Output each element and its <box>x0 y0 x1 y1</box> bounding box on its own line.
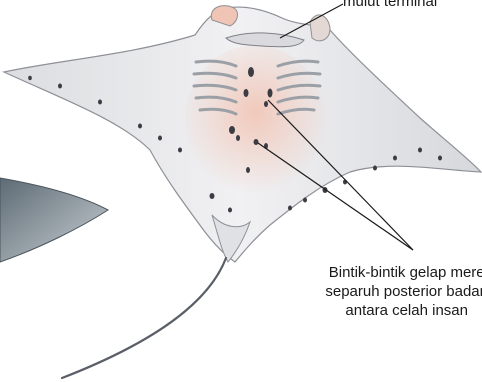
partial-fin-left <box>0 178 108 262</box>
tail <box>62 258 226 378</box>
label-dark-spots-line-1: Bintik-bintik gelap mere <box>325 263 482 282</box>
belly-blush <box>185 45 325 195</box>
label-dark-spots-line-2: separuh posterior badan <box>325 282 482 301</box>
label-dark-spots: Bintik-bintik gelap mere separuh posteri… <box>325 263 482 320</box>
label-terminal-mouth: mulut terminal <box>343 0 437 11</box>
label-dark-spots-line-3: antara celah insan <box>325 301 482 320</box>
cephalic-lobe-right <box>310 15 330 41</box>
